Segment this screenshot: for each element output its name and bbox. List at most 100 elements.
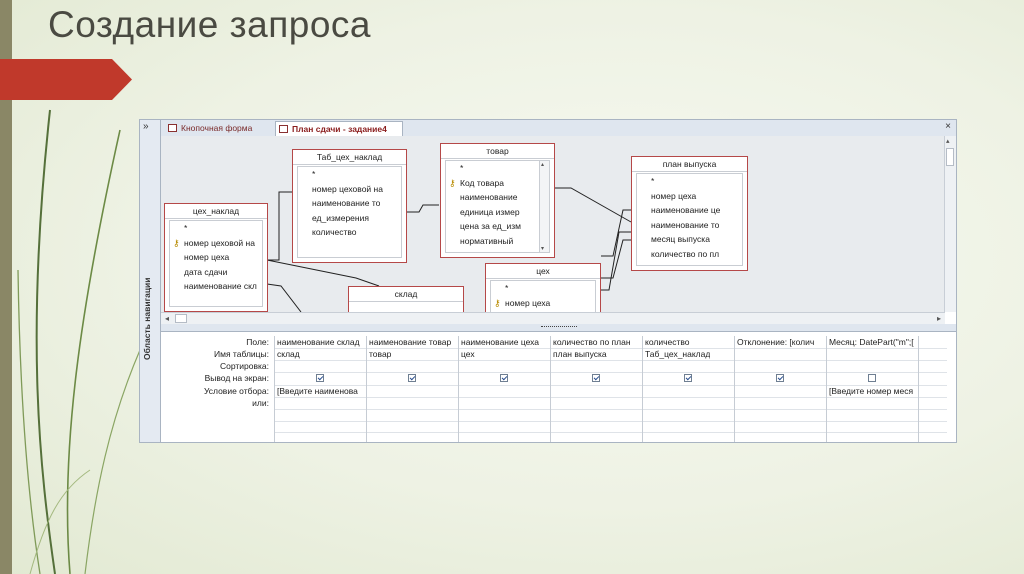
grid-column-4[interactable]: количество по план план выпуска bbox=[550, 336, 642, 442]
row-label-or: или: bbox=[252, 398, 269, 408]
field-item[interactable]: наименование то bbox=[312, 198, 381, 208]
grid-column-5[interactable]: количество Таб_цех_наклад bbox=[642, 336, 734, 442]
field-item[interactable]: * bbox=[460, 163, 464, 173]
grid-row-line bbox=[274, 348, 947, 349]
field-item[interactable]: нормативный bbox=[460, 235, 514, 246]
grid-row-line bbox=[274, 432, 947, 433]
field-item[interactable]: ⚷номер цеховой на bbox=[170, 236, 262, 251]
pane-splitter[interactable] bbox=[161, 324, 956, 332]
field-cell[interactable]: количество по план bbox=[553, 337, 631, 347]
table-cell[interactable]: товар bbox=[369, 349, 392, 359]
close-icon[interactable]: × bbox=[945, 121, 951, 132]
field-list-scrollbar[interactable]: ▴ ▾ bbox=[539, 161, 549, 252]
slide-left-band bbox=[0, 0, 12, 574]
row-label-criteria: Условие отбора: bbox=[203, 386, 269, 396]
field-item[interactable]: единица измер bbox=[460, 206, 520, 217]
table-tseh-naklad[interactable]: цех_наклад * ⚷номер цеховой на номер цех… bbox=[164, 203, 268, 312]
row-label-field: Поле: bbox=[246, 337, 269, 347]
scroll-down-icon[interactable]: ▾ bbox=[541, 246, 545, 252]
field-cell[interactable]: Месяц: DatePart("m";[ bbox=[829, 337, 914, 347]
field-item[interactable]: номер цеха bbox=[651, 190, 697, 201]
diagram-vertical-scrollbar[interactable]: ▴ bbox=[944, 136, 956, 312]
table-diagram-area[interactable]: Таб_цех_наклад * номер цеховой на наимен… bbox=[161, 136, 946, 312]
field-list[interactable]: * номер цеховой на наименование то ед_из… bbox=[297, 166, 402, 258]
query-design-grid[interactable]: Поле: Имя таблицы: Сортировка: Вывод на … bbox=[161, 332, 956, 442]
grid-column-1[interactable]: наименование склад склад [Введите наимен… bbox=[274, 336, 366, 442]
navigation-pane[interactable]: » Область навигации bbox=[140, 120, 161, 442]
grid-column-empty[interactable] bbox=[918, 336, 949, 442]
field-cell[interactable]: наименование склад bbox=[277, 337, 360, 347]
scroll-thumb[interactable] bbox=[946, 148, 954, 166]
splitter-grip-icon[interactable] bbox=[541, 326, 577, 329]
field-cell[interactable]: Отклонение: [колич bbox=[737, 337, 815, 347]
show-checkbox[interactable] bbox=[592, 374, 600, 382]
show-checkbox[interactable] bbox=[316, 374, 324, 382]
grid-row-line bbox=[274, 397, 947, 398]
field-item[interactable]: номер цеха bbox=[184, 252, 230, 262]
table-title: цех_наклад bbox=[165, 204, 267, 219]
table-cell[interactable]: Таб_цех_наклад bbox=[645, 349, 711, 359]
table-cell[interactable]: цех bbox=[461, 349, 475, 359]
grid-column-3[interactable]: наименование цеха цех bbox=[458, 336, 550, 442]
show-checkbox[interactable] bbox=[684, 374, 692, 382]
table-cell[interactable]: план выпуска bbox=[553, 349, 607, 359]
table-plan-vypuska[interactable]: план выпуска * номер цеха наименование ц… bbox=[631, 156, 748, 271]
scroll-thumb[interactable] bbox=[175, 314, 187, 323]
tab-knopochnaya-forma[interactable]: Кнопочная форма bbox=[165, 121, 273, 135]
grid-column-7[interactable]: Месяц: DatePart("m";[ [Введите номер мес… bbox=[826, 336, 918, 442]
criteria-cell[interactable]: [Введите наименова bbox=[277, 386, 358, 396]
show-checkbox[interactable] bbox=[776, 374, 784, 382]
field-cell[interactable]: наименование цеха bbox=[461, 337, 540, 347]
field-cell[interactable]: количество bbox=[645, 337, 690, 347]
tab-plan-sdachi[interactable]: План сдачи - задание4 bbox=[275, 121, 403, 137]
field-item[interactable]: наименование то bbox=[651, 219, 720, 230]
field-item[interactable]: количество bbox=[312, 227, 357, 237]
tab-label: План сдачи - задание4 bbox=[292, 124, 387, 134]
form-icon bbox=[168, 124, 177, 132]
table-tovar[interactable]: товар * ⚷Код товара наименование единица… bbox=[440, 143, 555, 258]
field-item[interactable]: * bbox=[651, 176, 655, 186]
field-cell[interactable]: наименование товар bbox=[369, 337, 452, 347]
field-item[interactable]: ⚷Код товара bbox=[446, 176, 549, 191]
field-item[interactable]: наименование скл bbox=[184, 281, 257, 291]
field-item[interactable]: дата сдачи bbox=[184, 266, 228, 277]
row-label-table: Имя таблицы: bbox=[214, 349, 269, 359]
field-list[interactable]: * ⚷номер цеховой на номер цеха дата сдач… bbox=[169, 220, 263, 307]
scroll-up-icon[interactable]: ▴ bbox=[946, 138, 950, 145]
field-item[interactable]: наименование це bbox=[651, 205, 721, 215]
table-title: план выпуска bbox=[632, 157, 747, 172]
scroll-right-icon[interactable]: ▸ bbox=[936, 314, 941, 323]
field-item[interactable]: * bbox=[184, 223, 188, 233]
primary-key-icon: ⚷ bbox=[494, 297, 501, 308]
grid-row-line bbox=[274, 421, 947, 422]
field-item[interactable]: * bbox=[505, 283, 509, 293]
table-cell[interactable]: склад bbox=[277, 349, 300, 359]
field-item[interactable]: наименование bbox=[460, 192, 518, 202]
show-checkbox[interactable] bbox=[500, 374, 508, 382]
nav-expand-icon[interactable]: » bbox=[143, 121, 149, 132]
row-label-sort: Сортировка: bbox=[219, 361, 269, 371]
diagram-horizontal-scrollbar[interactable]: ◂ ▸ bbox=[161, 312, 945, 325]
grid-column-6[interactable]: Отклонение: [колич bbox=[734, 336, 826, 442]
field-item[interactable]: ед_измерения bbox=[312, 212, 369, 223]
show-checkbox[interactable] bbox=[408, 374, 416, 382]
field-list[interactable]: * ⚷Код товара наименование единица измер… bbox=[445, 160, 550, 253]
table-sklad[interactable]: склад bbox=[348, 286, 464, 312]
field-item[interactable]: месяц выпуска bbox=[651, 234, 710, 244]
field-list[interactable]: * номер цеха наименование це наименовани… bbox=[636, 173, 743, 266]
grid-column-2[interactable]: наименование товар товар bbox=[366, 336, 458, 442]
table-tab-tseh-naklad[interactable]: Таб_цех_наклад * номер цеховой на наимен… bbox=[292, 149, 407, 263]
grid-row-line bbox=[274, 385, 947, 386]
field-item[interactable]: * bbox=[312, 169, 316, 179]
scroll-up-icon[interactable]: ▴ bbox=[541, 162, 545, 168]
field-list[interactable]: * ⚷номер цеха bbox=[490, 280, 596, 312]
scroll-left-icon[interactable]: ◂ bbox=[165, 314, 170, 323]
table-tseh[interactable]: цех * ⚷номер цеха bbox=[485, 263, 601, 312]
field-item[interactable]: номер цеховой на bbox=[312, 183, 383, 194]
field-item[interactable]: ⚷номер цеха bbox=[491, 296, 595, 311]
slide-title: Создание запроса bbox=[48, 4, 371, 45]
criteria-cell[interactable]: [Введите номер меся bbox=[829, 386, 914, 396]
show-checkbox[interactable] bbox=[868, 374, 876, 382]
field-item[interactable]: количество по пл bbox=[651, 248, 720, 259]
field-item[interactable]: цена за ед_изм bbox=[460, 221, 521, 231]
